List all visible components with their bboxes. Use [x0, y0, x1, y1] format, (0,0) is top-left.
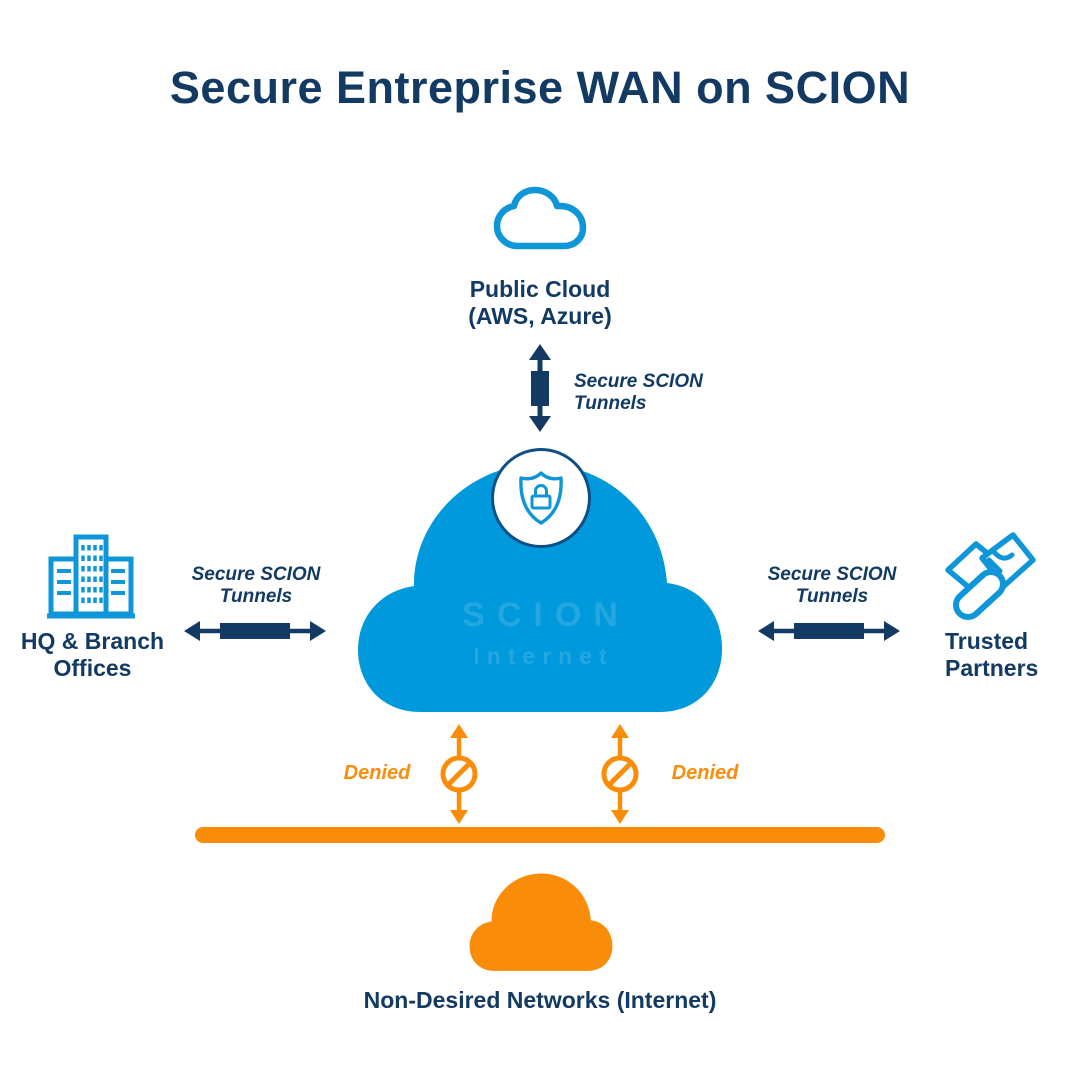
shield-lock-icon: [519, 471, 563, 525]
security-badge: [491, 448, 591, 548]
tunnel-arrow-left: [184, 621, 326, 641]
denied-label-right: Denied: [671, 762, 739, 784]
hq-offices-label: HQ & Branch Offices: [20, 628, 165, 681]
trusted-partners-label: Trusted Partners: [945, 628, 1039, 681]
tunnel-label-top: Secure SCION Tunnels: [574, 371, 703, 414]
tunnel-arrow-vertical: [529, 344, 551, 432]
firewall-bar: [195, 827, 885, 843]
tunnel-label-right: Secure SCION Tunnels: [767, 564, 897, 607]
denied-label-left: Denied: [343, 762, 411, 784]
scion-cloud-label: SCION Internet: [462, 596, 630, 669]
non-desired-cloud-icon: [469, 873, 613, 971]
handshake-icon: [945, 532, 1036, 620]
scion-cloud: [358, 464, 722, 712]
denied-arrow-right: [601, 724, 639, 824]
public-cloud-icon: [493, 186, 587, 250]
denied-arrow-left: [440, 724, 478, 824]
tunnel-arrow-right: [758, 621, 900, 641]
building-icon: [47, 534, 135, 619]
tunnel-label-left: Secure SCION Tunnels: [191, 564, 321, 607]
public-cloud-label: Public Cloud (AWS, Azure): [468, 276, 612, 329]
page-title: Secure Entreprise WAN on SCION: [169, 62, 911, 113]
non-desired-label: Non-Desired Networks (Internet): [363, 987, 717, 1013]
